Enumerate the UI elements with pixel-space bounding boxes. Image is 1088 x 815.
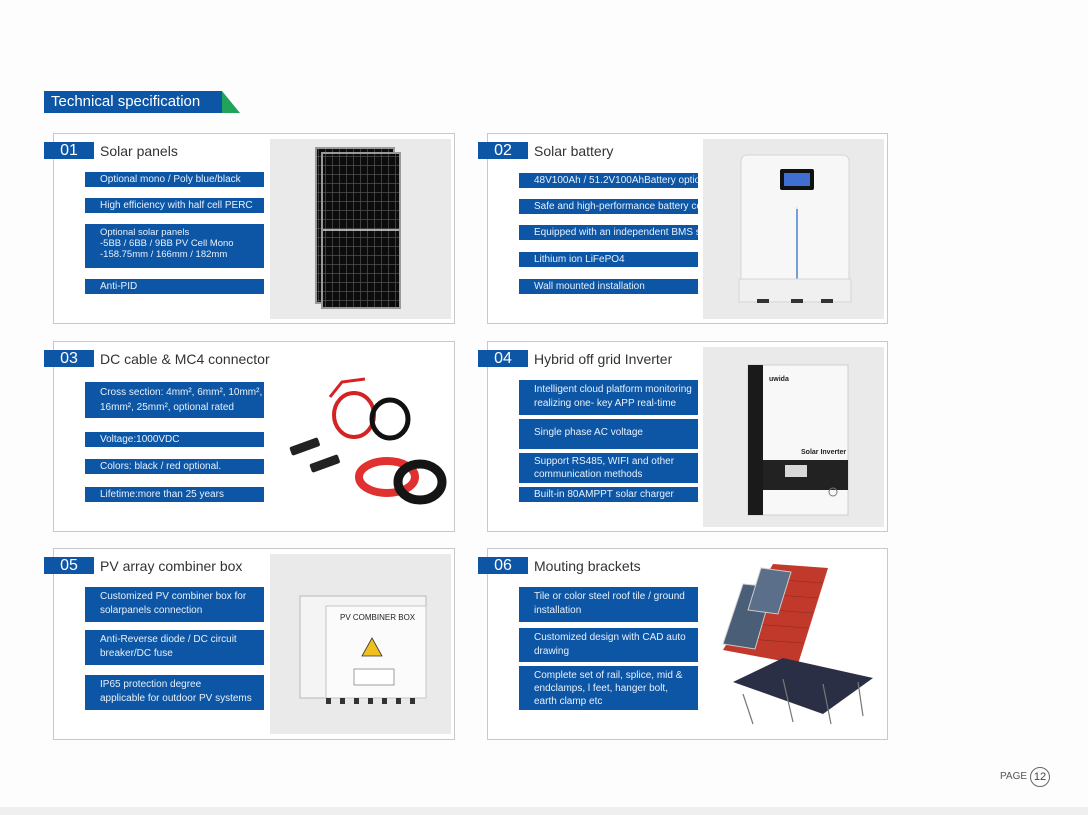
section-number: 06: [478, 557, 528, 574]
page-title: Technical specification: [44, 91, 222, 113]
svg-text:Solar Inverter: Solar Inverter: [801, 449, 846, 456]
section-dc-cable: 03 DC cable & MC4 connector Cross sectio…: [44, 341, 455, 532]
inverter-image: uwida Solar Inverter: [703, 347, 884, 527]
spec-item: Single phase AC voltage: [519, 419, 698, 449]
page-number: 12: [1030, 767, 1050, 787]
section-combiner-box: 05 PV array combiner box Customized PV c…: [44, 548, 455, 740]
mounting-brackets-image: [703, 554, 884, 734]
spec-item: Voltage:1000VDC: [85, 432, 264, 447]
section-title: Mouting brackets: [534, 558, 641, 574]
section-number: 03: [44, 350, 94, 367]
svg-text:PV COMBINER BOX: PV COMBINER BOX: [340, 613, 416, 622]
spec-item: Optional solar panels-5BB / 6BB / 9BB PV…: [85, 224, 264, 268]
spec-item: Wall mounted installation: [519, 279, 698, 294]
dc-cable-image: [270, 347, 451, 527]
spec-item: Lithium ion LiFePO4: [519, 252, 698, 267]
section-title: Solar battery: [534, 143, 614, 159]
spec-item: Safe and high-performance battery cells: [519, 199, 698, 214]
spec-item: Lifetime:more than 25 years: [85, 487, 264, 502]
spec-item: Complete set of rail, splice, mid &endcl…: [519, 666, 698, 710]
combiner-box-image: PV COMBINER BOX: [270, 554, 451, 734]
section-title: Solar panels: [100, 143, 178, 159]
bottom-strip: [0, 807, 1088, 815]
section-solar-battery: 02 Solar battery 48V100Ah / 51.2V100AhBa…: [478, 133, 888, 324]
section-title: Hybrid off grid Inverter: [534, 351, 673, 367]
section-mounting-brackets: 06 Mouting brackets Tile or color steel …: [478, 548, 888, 740]
section-title: DC cable & MC4 connector: [100, 351, 270, 367]
spec-item: Colors: black / red optional.: [85, 459, 264, 474]
title-accent: [222, 91, 240, 113]
section-number: 01: [44, 142, 94, 159]
spec-item: 48V100Ah / 51.2V100AhBattery optional: [519, 173, 698, 188]
page-label: PAGE: [1000, 771, 1028, 782]
section-number: 04: [478, 350, 528, 367]
section-inverter: 04 Hybrid off grid Inverter Intelligent …: [478, 341, 888, 532]
spec-item: Equipped with an independent BMS system: [519, 225, 698, 240]
svg-text:uwida: uwida: [769, 376, 789, 383]
spec-item: Cross section: 4mm², 6mm², 10mm²,16mm², …: [85, 382, 264, 418]
section-solar-panels: 01 Solar panels Optional mono / Poly blu…: [44, 133, 455, 324]
wall-battery-image: [703, 139, 884, 319]
spec-item: High efficiency with half cell PERC: [85, 198, 264, 213]
spec-item: Built-in 80AMPPT solar charger: [519, 487, 698, 502]
section-title: PV array combiner box: [100, 558, 243, 574]
section-number: 05: [44, 557, 94, 574]
spec-item: Optional mono / Poly blue/black: [85, 172, 264, 187]
spec-item: Anti-PID: [85, 279, 264, 294]
section-number: 02: [478, 142, 528, 159]
solar-panel-image: [270, 139, 451, 319]
